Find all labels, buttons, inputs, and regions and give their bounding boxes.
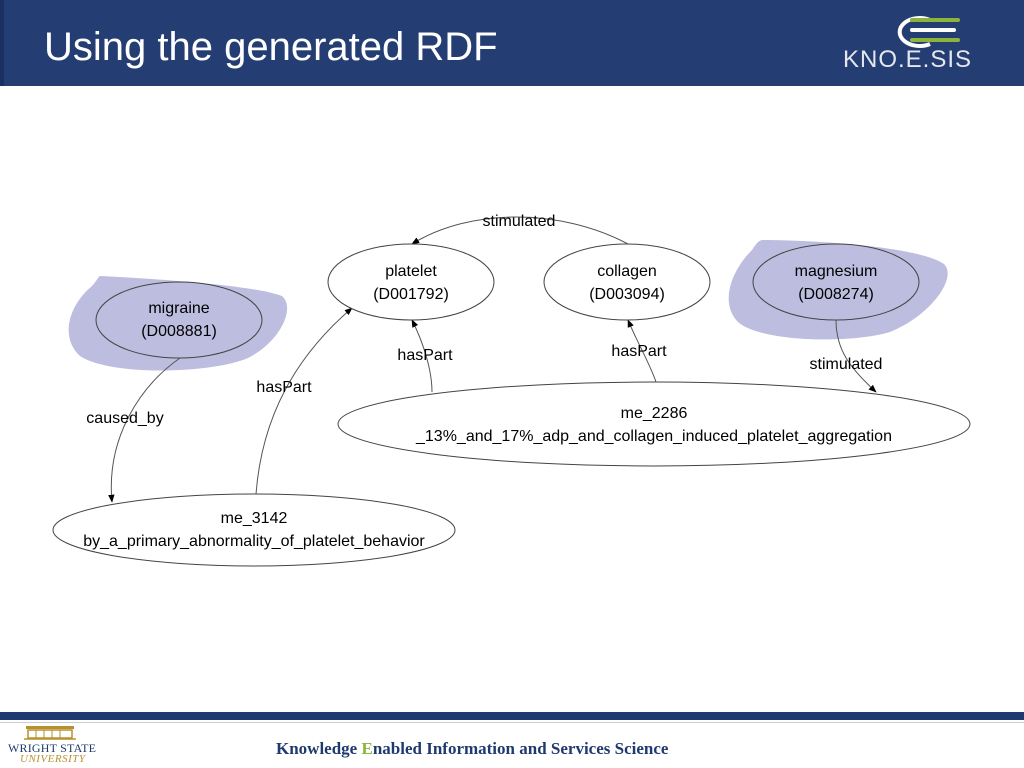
slide-header: Using the generated RDF [0, 0, 1024, 86]
node-platelet-name: platelet [385, 263, 437, 280]
edge-collagen-stimulated-platelet [411, 216, 629, 245]
tagline-accent: E [361, 739, 373, 758]
wright-state-logo-icon [24, 726, 76, 740]
node-migraine[interactable]: migraine (D008881) [95, 281, 263, 359]
university-sub: UNIVERSITY [20, 753, 86, 765]
node-me3142-desc: by_a_primary_abnormality_of_platelet_beh… [83, 533, 425, 550]
node-migraine-id: (D008881) [141, 323, 217, 340]
logo-text: KNO.E.SIS [843, 46, 973, 73]
edge-label-me3142-haspart: hasPart [256, 379, 312, 396]
node-magnesium-name: magnesium [795, 263, 878, 280]
edge-me2286-haspart-platelet [411, 319, 433, 393]
edge-label-platelet-haspart: hasPart [397, 347, 453, 364]
node-migraine-name: migraine [148, 300, 209, 317]
edge-me2286-haspart-collagen [627, 319, 657, 383]
edge-label-collagen-haspart: hasPart [611, 343, 667, 360]
migraine-highlight [68, 276, 288, 371]
footer-tagline: Knowledge Enabled Information and Servic… [276, 739, 756, 759]
header-rule [0, 0, 4, 86]
footer-bar [0, 712, 1024, 720]
node-me2286[interactable]: me_2286 _13%_and_17%_adp_and_collagen_in… [337, 381, 971, 467]
node-magnesium-id: (D008274) [798, 286, 874, 303]
tagline-rest: nabled Information and Services Science [372, 739, 669, 758]
node-collagen-name: collagen [597, 263, 657, 280]
node-collagen-id: (D003094) [589, 286, 665, 303]
footer-divider [0, 722, 1024, 723]
edge-label-magnesium-stimulated: stimulated [810, 356, 883, 373]
node-platelet-id: (D001792) [373, 286, 449, 303]
node-me3142[interactable]: me_3142 by_a_primary_abnormality_of_plat… [52, 493, 456, 567]
edge-label-collagen-stimulated: stimulated [483, 213, 556, 230]
node-platelet[interactable]: platelet (D001792) [327, 243, 495, 321]
tagline-prefix: Knowledge [276, 739, 362, 758]
magnesium-highlight [728, 240, 948, 340]
edge-me3142-haspart-platelet [255, 307, 353, 495]
edge-migraine-caused-by-me3142 [108, 357, 181, 503]
edge-magnesium-stimulated-me2286 [835, 319, 877, 393]
node-me2286-desc: _13%_and_17%_adp_and_collagen_induced_pl… [415, 428, 892, 445]
edge-label-caused-by: caused_by [86, 410, 163, 427]
knoesis-logo-icon [897, 16, 960, 48]
node-collagen[interactable]: collagen (D003094) [543, 243, 711, 321]
slide-title: Using the generated RDF [44, 25, 498, 69]
rdf-graph: stimulated hasPart hasPart stimulated ca… [52, 213, 971, 567]
university-name: WRIGHT STATE [8, 741, 97, 755]
node-me2286-name: me_2286 [621, 405, 688, 422]
node-magnesium[interactable]: magnesium (D008274) [752, 243, 920, 321]
node-me3142-name: me_3142 [221, 510, 288, 527]
